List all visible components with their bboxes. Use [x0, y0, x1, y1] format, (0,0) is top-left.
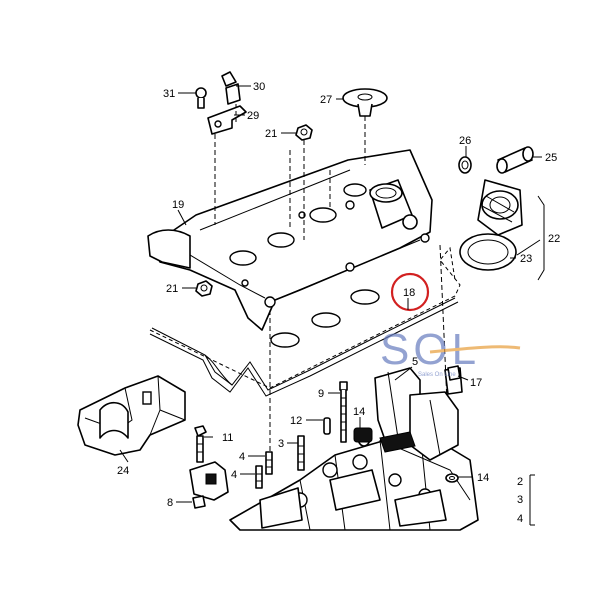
- cylinder-head: [229, 429, 479, 531]
- washer-14b: [445, 473, 459, 483]
- seal-14a: [353, 427, 373, 447]
- callout-9: 9: [318, 388, 324, 400]
- bearing-cap: [77, 375, 186, 456]
- callout-29: 29: [247, 110, 259, 122]
- cover-end-shield: [147, 229, 191, 269]
- side-callout-3: 3: [517, 494, 523, 506]
- watermark-swoosh: [429, 345, 521, 354]
- callout-4-upper: 4: [239, 451, 245, 463]
- oil-filler-cap: [477, 179, 523, 236]
- bolt-11: [194, 425, 207, 463]
- group-bracket: [529, 474, 535, 526]
- callout-labels: 31 30 29 27 21 26 25 19 22 23 21 18 5 17…: [117, 81, 560, 525]
- breather-hose: [496, 146, 534, 174]
- o-ring: [458, 156, 472, 174]
- callout-11: 11: [222, 432, 233, 444]
- callout-4-lower: 4: [231, 469, 237, 481]
- callout-21-lower: 21: [166, 283, 178, 295]
- watermark-logo: SOL Sales On Line: [380, 325, 521, 378]
- filler-cap-top: [342, 88, 388, 165]
- callout-3: 3: [278, 438, 284, 450]
- stud-4b: [255, 465, 263, 489]
- bolt-9: [339, 381, 348, 443]
- nut-lower: [195, 280, 213, 297]
- callout-31: 31: [163, 88, 175, 100]
- callout-25: 25: [545, 152, 557, 164]
- callout-27: 27: [320, 94, 332, 106]
- bolt-17: [447, 365, 461, 381]
- callout-17: 17: [470, 377, 482, 389]
- callout-19: 19: [172, 199, 184, 211]
- callout-30: 30: [253, 81, 265, 93]
- pin-12: [323, 417, 331, 435]
- stud-3: [297, 435, 305, 471]
- side-callout-4: 4: [517, 513, 523, 525]
- callout-24: 24: [117, 465, 129, 477]
- side-callout-2: 2: [517, 476, 523, 488]
- callout-14-upper: 14: [353, 406, 365, 418]
- cam-adjuster: [374, 367, 463, 461]
- callout-26: 26: [459, 135, 471, 147]
- watermark-tagline: Sales On Line: [418, 372, 456, 378]
- valve-cover: [149, 149, 433, 331]
- bracket: [195, 71, 247, 225]
- plug-8: [192, 495, 206, 509]
- filler-seal-ring: [459, 233, 517, 271]
- group-bracket-22: [537, 195, 545, 281]
- nut-upper: [295, 124, 313, 240]
- callout-22: 22: [548, 233, 560, 245]
- cover-gasket: [149, 246, 461, 397]
- callout-8: 8: [167, 497, 173, 509]
- callout-12: 12: [290, 415, 302, 427]
- stud-4a: [265, 451, 273, 475]
- callout-5: 5: [412, 356, 418, 368]
- callout-23: 23: [520, 253, 532, 265]
- callout-18: 18: [403, 287, 415, 299]
- highlight-circle: [390, 272, 430, 312]
- callout-14-lower: 14: [477, 472, 489, 484]
- leader-lines: [119, 85, 542, 503]
- bracket-4: [189, 461, 229, 501]
- callout-21-upper: 21: [265, 128, 277, 140]
